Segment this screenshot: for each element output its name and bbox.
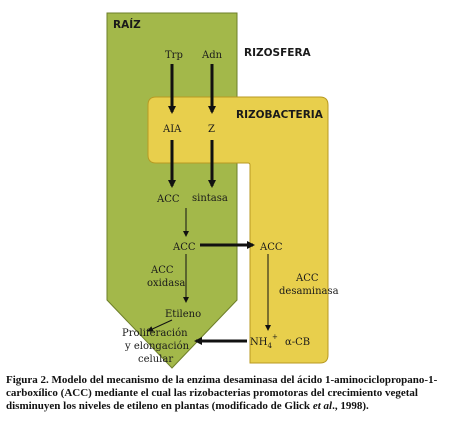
acc-bacteria-label: ACC — [259, 242, 283, 253]
caption-text-1: Modelo del mecanismo de la enzima desami… — [6, 374, 438, 412]
acc-deaminasa-label-1: ACC — [295, 273, 319, 284]
trp-label: Trp — [165, 50, 183, 61]
adn-label: Adn — [201, 50, 223, 61]
acc-deaminasa-label-2: desaminasa — [279, 286, 339, 297]
nh4-label: NH4+ — [250, 333, 278, 350]
alpha-cb-label: α-CB — [285, 337, 310, 348]
caption-italic: et al — [312, 400, 333, 412]
acc-oxidasa-label-2: oxidasa — [147, 278, 185, 289]
proliferacion-label-3: celular — [138, 354, 173, 365]
acc-mid-label: ACC — [172, 242, 196, 253]
z-label: Z — [208, 124, 215, 135]
etileno-label: Etileno — [165, 309, 201, 320]
rhizobacteria-region — [147, 96, 329, 364]
aia-label: AIA — [162, 124, 182, 135]
proliferacion-label-1: Proliferación — [122, 328, 188, 339]
acc-oxidasa-label-1: ACC — [150, 265, 174, 276]
arrow-etileno-to-proliferacion — [147, 319, 173, 332]
caption-text-2: ., 1998). — [332, 400, 369, 412]
raiz-label: RAÍZ — [113, 18, 141, 31]
rizosfera-label: RIZOSFERA — [244, 47, 312, 59]
rizobacteria-label: RIZOBACTERIA — [236, 109, 324, 121]
figure-caption: Figura 2. Modelo del mecanismo de la enz… — [6, 374, 450, 413]
caption-lead: Figura 2. — [6, 374, 49, 386]
proliferacion-label-2: y elongación — [124, 341, 190, 352]
sintasa-label: sintasa — [192, 193, 228, 204]
acc-top-label: ACC — [156, 194, 180, 205]
